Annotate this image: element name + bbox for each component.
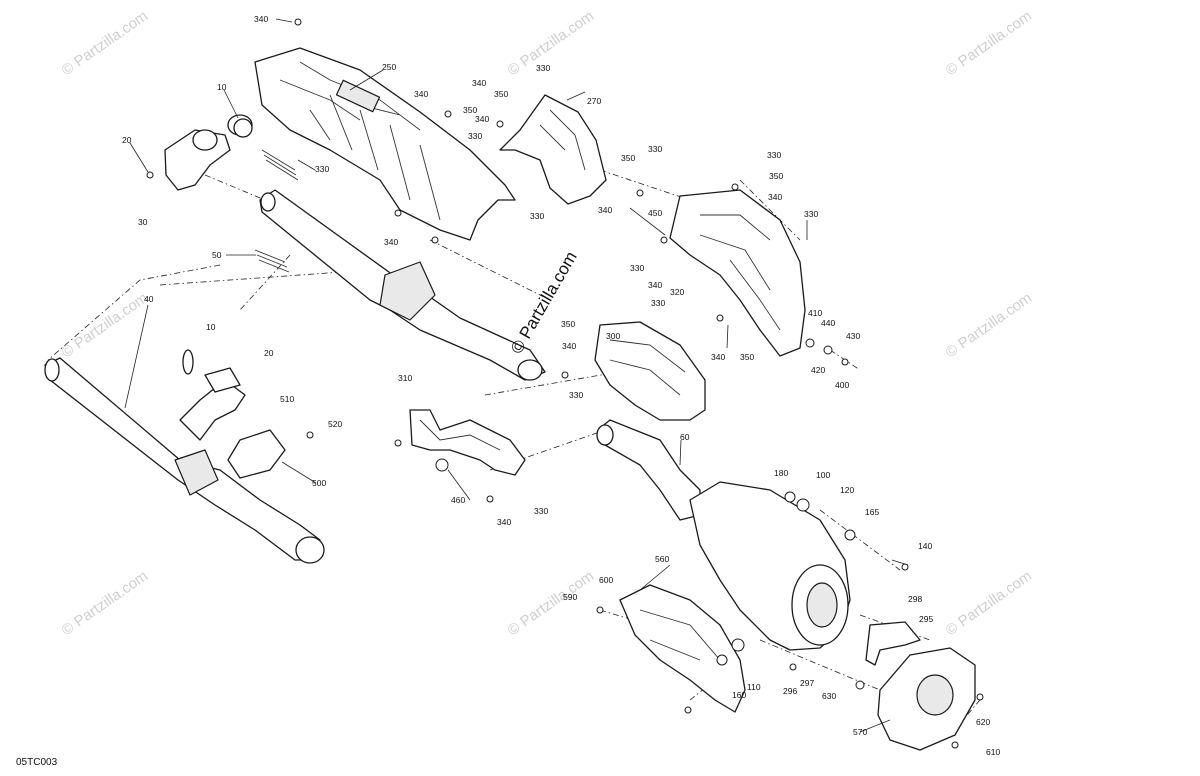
watermark-text: © Partzilla.com bbox=[505, 567, 598, 639]
callout-label: 20 bbox=[264, 348, 274, 358]
callout-label: 610 bbox=[986, 747, 1000, 757]
callout-label: 340 bbox=[768, 192, 782, 202]
watermark-text: © Partzilla.com bbox=[59, 567, 152, 639]
watermark-text: © Partzilla.com bbox=[943, 289, 1036, 361]
callout-label: 295 bbox=[919, 614, 933, 624]
callout-label: 340 bbox=[475, 114, 489, 124]
watermark-text: © Partzilla.com bbox=[943, 567, 1036, 639]
callout-label: 510 bbox=[280, 394, 294, 404]
callout-label: 270 bbox=[587, 96, 601, 106]
watermark-text: © Partzilla.com bbox=[505, 7, 598, 79]
heat-shield-320 bbox=[669, 189, 806, 357]
heat-shield-300 bbox=[594, 321, 706, 421]
callout-label: 330 bbox=[630, 263, 644, 273]
callout-label: 340 bbox=[384, 237, 398, 247]
lower-pipe-40 bbox=[44, 357, 325, 564]
springs-50 bbox=[254, 149, 299, 273]
callout-label: 340 bbox=[648, 280, 662, 290]
cover-560 bbox=[619, 584, 746, 713]
callout-label: 120 bbox=[840, 485, 854, 495]
callout-label: 330 bbox=[648, 144, 662, 154]
callout-label: 420 bbox=[811, 365, 825, 375]
callouts: 340 250 10 20 30 330 50 40 340 350 340 3… bbox=[122, 14, 1000, 757]
callout-label: 600 bbox=[599, 575, 613, 585]
callout-label: 590 bbox=[563, 592, 577, 602]
callout-label: 340 bbox=[598, 205, 612, 215]
callout-label: 440 bbox=[821, 318, 835, 328]
callout-label: 110 bbox=[747, 682, 761, 692]
callout-label: 340 bbox=[472, 78, 486, 88]
diagram-code: 05TC003 bbox=[16, 757, 58, 768]
callout-label: 520 bbox=[328, 419, 342, 429]
callout-label: 330 bbox=[569, 390, 583, 400]
callout-label: 250 bbox=[382, 62, 396, 72]
callout-label: 340 bbox=[562, 341, 576, 351]
callout-label: 60 bbox=[680, 432, 690, 442]
callout-label: 350 bbox=[494, 89, 508, 99]
callout-label: 340 bbox=[254, 14, 268, 24]
callout-label: 10 bbox=[217, 82, 227, 92]
callout-label: 330 bbox=[315, 164, 329, 174]
watermark-text: © Partzilla.com bbox=[943, 7, 1036, 79]
callout-label: 300 bbox=[606, 331, 620, 341]
callout-label: 350 bbox=[769, 171, 783, 181]
callout-label: 430 bbox=[846, 331, 860, 341]
callout-label: 570 bbox=[853, 727, 867, 737]
callout-label: 20 bbox=[122, 135, 132, 145]
bracket-500 bbox=[227, 429, 286, 479]
callout-label: 160 bbox=[732, 690, 746, 700]
middle-pipe bbox=[259, 189, 546, 381]
callout-label: 560 bbox=[655, 554, 669, 564]
watermark-text: © Partzilla.com bbox=[59, 7, 152, 79]
callout-label: 400 bbox=[835, 380, 849, 390]
callout-label: 330 bbox=[651, 298, 665, 308]
callout-label: 620 bbox=[976, 717, 990, 727]
muffler bbox=[689, 481, 851, 651]
callout-label: 330 bbox=[767, 150, 781, 160]
callout-label: 350 bbox=[740, 352, 754, 362]
fasteners bbox=[146, 18, 984, 749]
callout-label: 340 bbox=[414, 89, 428, 99]
heat-shield-270 bbox=[499, 94, 607, 205]
callout-label: 320 bbox=[670, 287, 684, 297]
callout-label: 500 bbox=[312, 478, 326, 488]
callout-label: 30 bbox=[138, 217, 148, 227]
callout-label: 330 bbox=[468, 131, 482, 141]
callout-label: 297 bbox=[800, 678, 814, 688]
callout-label: 630 bbox=[822, 691, 836, 701]
callout-label: 340 bbox=[497, 517, 511, 527]
callout-label: 180 bbox=[774, 468, 788, 478]
callout-label: 296 bbox=[783, 686, 797, 696]
leader-lines bbox=[124, 18, 909, 733]
callout-label: 40 bbox=[144, 294, 154, 304]
callout-label: 10 bbox=[206, 322, 216, 332]
callout-label: 310 bbox=[398, 373, 412, 383]
callout-label: 165 bbox=[865, 507, 879, 517]
callout-label: 450 bbox=[648, 208, 662, 218]
callout-label: 330 bbox=[534, 506, 548, 516]
callout-label: 330 bbox=[530, 211, 544, 221]
bracket-295 bbox=[865, 621, 921, 666]
callout-label: 330 bbox=[536, 63, 550, 73]
callout-label: 298 bbox=[908, 594, 922, 604]
callout-label: 340 bbox=[711, 352, 725, 362]
callout-label: 350 bbox=[561, 319, 575, 329]
callout-label: 460 bbox=[451, 495, 465, 505]
callout-label: 140 bbox=[918, 541, 932, 551]
callout-label: 50 bbox=[212, 250, 222, 260]
end-cap-570 bbox=[877, 647, 976, 751]
heat-shield-250 bbox=[254, 47, 516, 241]
bracket-310 bbox=[409, 409, 526, 476]
callout-label: 410 bbox=[808, 308, 822, 318]
callout-label: 350 bbox=[463, 105, 477, 115]
callout-label: 330 bbox=[804, 209, 818, 219]
watermark-text: © Partzilla.com bbox=[59, 289, 152, 361]
manifold-lower bbox=[179, 367, 246, 441]
callout-label: 350 bbox=[621, 153, 635, 163]
callout-label: 100 bbox=[816, 470, 830, 480]
